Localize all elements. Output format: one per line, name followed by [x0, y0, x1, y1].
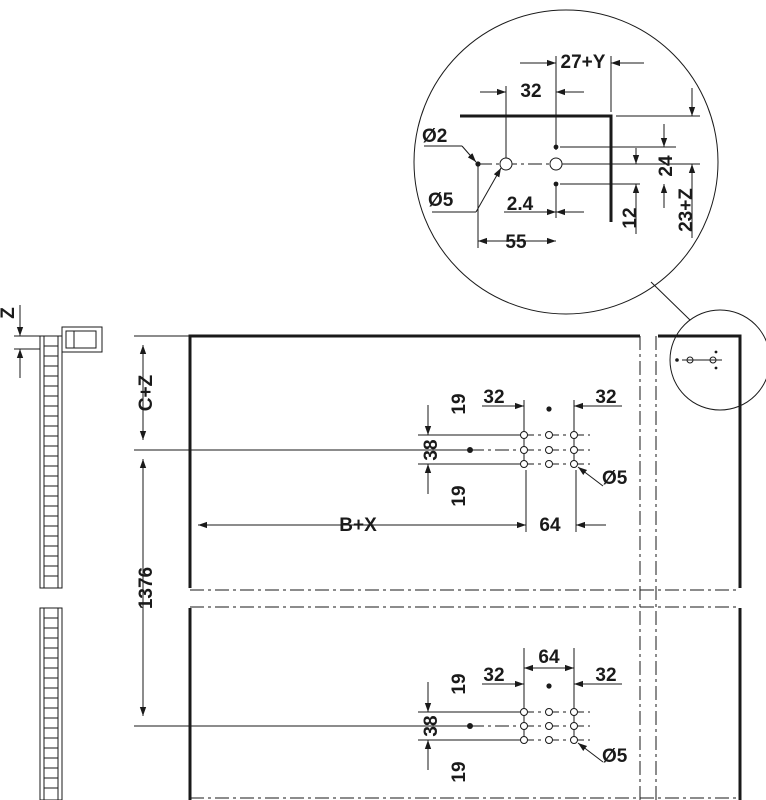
- detail-27-plus-y: 27+Y: [561, 52, 606, 73]
- dim-32-left-lower: 32: [483, 665, 504, 686]
- dim-32-right-upper: 32: [595, 387, 616, 408]
- dim-38-upper: 38: [421, 439, 442, 460]
- side-profile: Z: [0, 305, 103, 800]
- detail-d5: Ø5: [428, 190, 454, 211]
- detail-source-circle: [650, 281, 766, 411]
- detail-23-plus-z: 23+Z: [676, 188, 697, 232]
- detail-12: 12: [620, 207, 641, 228]
- dim-32-right-lower: 32: [595, 665, 616, 686]
- dim-38-lower: 38: [421, 715, 442, 736]
- detail-d2: Ø2: [422, 126, 447, 147]
- dim-hole-d5-lower: Ø5: [602, 746, 628, 767]
- dim-19-bottom-upper: 19: [449, 485, 470, 506]
- upper-hole-group: 19 38 19 32 32 Ø5: [418, 387, 628, 507]
- dim-19-bottom-lower: 19: [449, 761, 470, 782]
- profile-ladder-lower: [44, 617, 58, 789]
- profile-ladder-upper: [44, 345, 58, 577]
- dim-64-upper: 64: [539, 515, 561, 536]
- detail-magnified-view: 27+Y 32 Ø2 Ø5 2.4 55 24: [413, 9, 719, 315]
- width-dimensions: B+X 64: [198, 470, 606, 536]
- dim-32-left-upper: 32: [483, 387, 504, 408]
- dim-z-label: Z: [0, 307, 19, 319]
- dim-b-plus-x-label: B+X: [339, 515, 377, 536]
- detail-24: 24: [656, 155, 677, 177]
- detail-55: 55: [505, 232, 527, 253]
- detail-32: 32: [520, 81, 541, 102]
- detail-2-4: 2.4: [507, 194, 534, 215]
- dim-19-top-lower: 19: [449, 673, 470, 694]
- dim-hole-d5-upper: Ø5: [602, 468, 628, 489]
- dim-c-plus-z-label: C+Z: [136, 374, 157, 411]
- cabinet-panel: [180, 334, 742, 800]
- height-dimensions: C+Z 1376: [134, 335, 470, 727]
- dim-19-top-upper: 19: [449, 393, 470, 414]
- dim-64-lower: 64: [538, 647, 560, 668]
- lower-hole-group: 64 32 32 19 38 19 Ø5: [418, 647, 628, 783]
- dim-total-height-label: 1376: [136, 567, 157, 609]
